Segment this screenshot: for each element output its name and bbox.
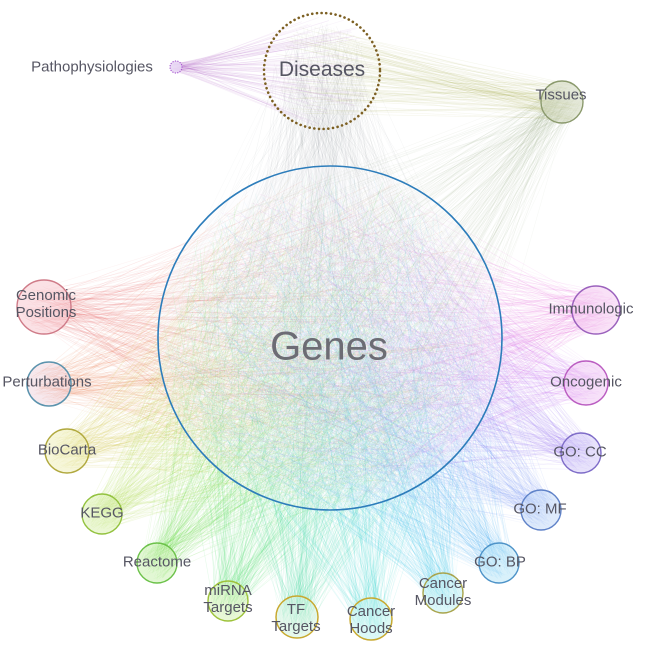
node-mirna-targets[interactable] [207, 580, 249, 622]
node-cancer-modules[interactable] [422, 572, 464, 614]
node-cancer-hoods[interactable] [349, 597, 393, 641]
node-go-mf[interactable] [520, 489, 562, 531]
node-genomic-positions[interactable] [16, 279, 72, 335]
node-biocarta[interactable] [44, 428, 90, 474]
node-diseases[interactable] [262, 11, 382, 131]
node-immunologic[interactable] [571, 285, 621, 335]
node-tissues[interactable] [540, 80, 584, 124]
node-go-bp[interactable] [478, 542, 520, 584]
node-oncogenic[interactable] [563, 360, 609, 406]
node-tf-targets[interactable] [275, 595, 319, 639]
node-pathophysiologies[interactable] [169, 60, 183, 74]
node-reactome[interactable] [136, 542, 178, 584]
node-kegg[interactable] [81, 493, 123, 535]
node-genes[interactable] [157, 165, 503, 511]
node-perturbations[interactable] [26, 361, 72, 407]
node-go-cc[interactable] [560, 432, 602, 474]
